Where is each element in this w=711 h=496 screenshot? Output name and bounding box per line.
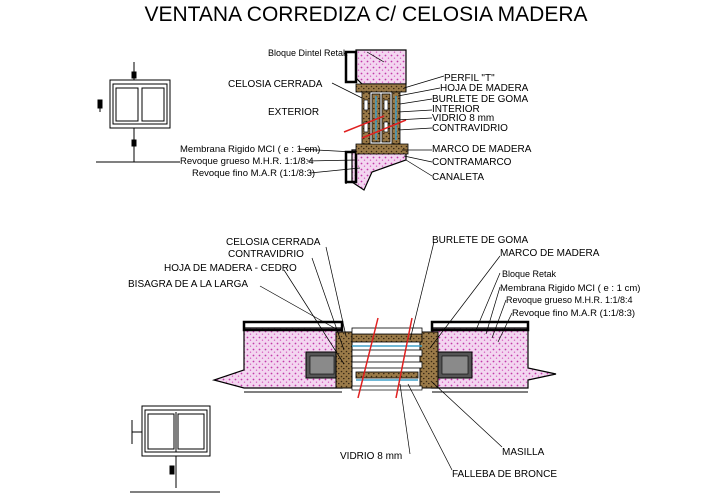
- label-falleba: FALLEBA DE BRONCE: [452, 469, 557, 480]
- top-leader-lines: [297, 51, 445, 177]
- label-perfil-t: PERFIL "T": [444, 73, 495, 84]
- label-celosia-cerrada-bottom: CELOSIA CERRADA: [226, 237, 321, 248]
- label-exterior: EXTERIOR: [268, 107, 319, 118]
- top-section-detail: [343, 49, 409, 191]
- bottom-plan-detail: [211, 317, 557, 399]
- label-membrana-top: Membrana Rigido MCI ( e : 1 cm): [180, 144, 320, 155]
- label-revoque-fino-top: Revoque fino M.A.R (1:1/8:3): [192, 168, 315, 179]
- label-revoque-fino-bottom: Revoque fino M.A.R (1:1/8:3): [512, 308, 635, 319]
- window-elevation-bottom-icon: [130, 405, 220, 493]
- label-burlete-top: BURLETE DE GOMA: [432, 94, 528, 105]
- label-marco-top: MARCO DE MADERA: [432, 144, 532, 155]
- label-hoja-madera-cedro: HOJA DE MADERA - CEDRO: [164, 263, 297, 274]
- page-title: VENTANA CORREDIZA C/ CELOSIA MADERA: [144, 3, 587, 26]
- label-vidrio-bottom: VIDRIO 8 mm: [340, 451, 402, 462]
- label-membrana-bottom: Membrana Rigido MCI ( e : 1 cm): [500, 283, 640, 294]
- label-vidrio-top: VIDRIO 8 mm: [432, 113, 494, 124]
- label-bloque-dintel: Bloque Dintel Retak: [268, 48, 348, 58]
- bottom-leader-lines: [259, 241, 513, 471]
- label-hoja-madera-top: HOJA DE MADERA: [440, 83, 529, 94]
- label-burlete-bottom: BURLETE DE GOMA: [432, 235, 528, 246]
- top-labels: Bloque Dintel Retak CELOSIA CERRADA EXTE…: [180, 48, 532, 183]
- label-contravidrio-bottom: CONTRAVIDRIO: [228, 249, 304, 260]
- label-bloque-retak: Bloque Retak: [502, 269, 557, 279]
- window-elevation-top-icon: [96, 62, 180, 163]
- label-contramarco: CONTRAMARCO: [432, 157, 512, 168]
- label-contravidrio-top: CONTRAVIDRIO: [432, 123, 508, 134]
- label-masilla: MASILLA: [502, 447, 545, 458]
- label-bisagra: BISAGRA DE A LA LARGA: [128, 279, 248, 290]
- label-revoque-grueso-top: Revoque grueso M.H.R. 1:1/8:4: [180, 156, 314, 167]
- label-marco-bottom: MARCO DE MADERA: [500, 248, 600, 259]
- label-interior: INTERIOR: [432, 104, 480, 115]
- label-canaleta: CANALETA: [432, 172, 484, 183]
- label-celosia-cerrada-top: CELOSIA CERRADA: [228, 79, 323, 90]
- label-revoque-grueso-bottom: Revoque grueso M.H.R. 1:1/8:4: [506, 295, 633, 305]
- bottom-labels: CELOSIA CERRADA CONTRAVIDRIO HOJA DE MAD…: [128, 235, 640, 480]
